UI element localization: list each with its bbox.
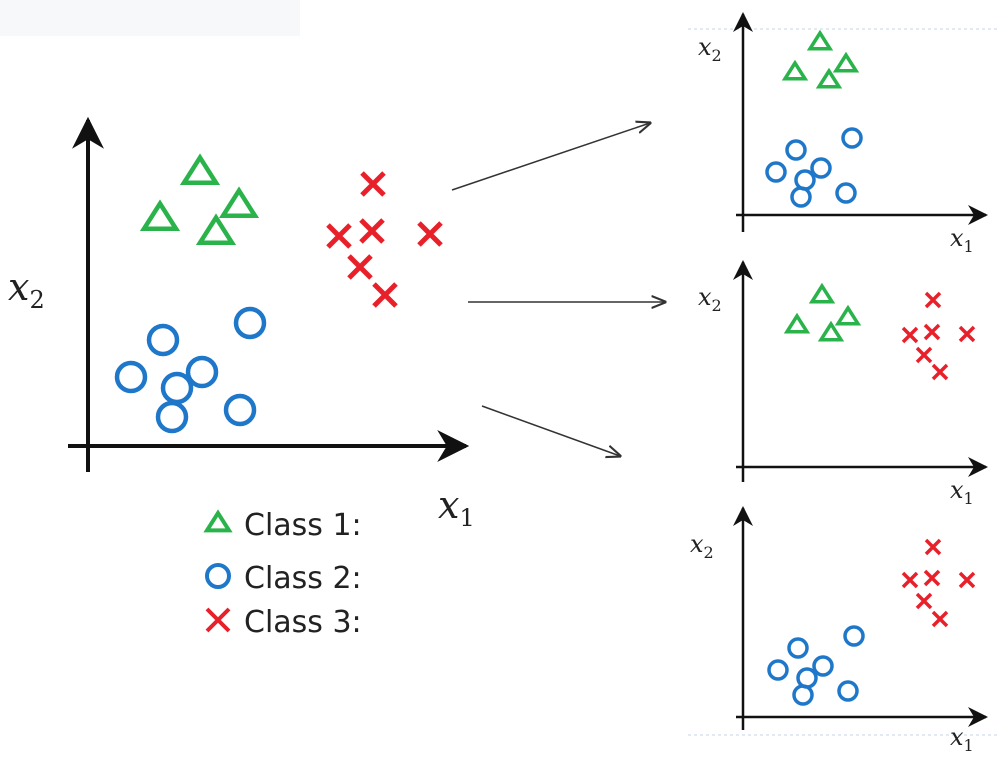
subplot-3: x2 x1 bbox=[690, 506, 988, 755]
subplot-3-class3-marker bbox=[958, 571, 976, 589]
subplot-1-class1-marker bbox=[832, 51, 860, 73]
class2-circle-marker bbox=[160, 371, 194, 405]
subplot-3-class2-marker bbox=[796, 667, 818, 689]
main-y-label: x2 bbox=[8, 265, 45, 314]
legend-class1-marker bbox=[203, 509, 233, 533]
subplot-1-class2-marker bbox=[810, 157, 832, 179]
subplot-2-class1-marker bbox=[817, 320, 845, 342]
legend-class3-marker bbox=[205, 607, 231, 633]
main-y-label-base: x bbox=[8, 265, 29, 309]
class3-cross-marker bbox=[359, 218, 385, 244]
main-y-label-sub: 2 bbox=[29, 286, 44, 314]
subplot-2-class3-marker bbox=[901, 326, 919, 344]
subplot-2-x-label: x1 bbox=[950, 476, 974, 508]
class2-circle-marker bbox=[233, 306, 267, 340]
subplot-3-class2-marker bbox=[812, 655, 834, 677]
subplot-1: x2 x1 bbox=[698, 12, 988, 256]
main-x-label: x1 bbox=[438, 483, 475, 532]
top-faint-band bbox=[0, 0, 300, 36]
subplot-3-class3-marker bbox=[915, 592, 933, 610]
class2-circle-marker bbox=[223, 393, 257, 427]
subplot-3-class2-marker bbox=[837, 680, 859, 702]
class2-circle-marker bbox=[185, 355, 219, 389]
subplot-2-class3-marker bbox=[923, 323, 941, 341]
subplot-1-class2-marker bbox=[765, 161, 787, 183]
subplot-2-class3-marker bbox=[958, 325, 976, 343]
subplot-1-class1-marker bbox=[781, 59, 809, 81]
legend-class2-label: Class 2: bbox=[244, 561, 362, 596]
subplot-1-class2-marker bbox=[835, 182, 857, 204]
subplot-2-class1-marker bbox=[783, 312, 811, 334]
arrow-to-subplot-1 bbox=[451, 123, 650, 191]
legend-class3-label: Class 3: bbox=[244, 605, 362, 640]
subplot-2: x2 x1 bbox=[698, 260, 988, 508]
legend-class2-marker bbox=[205, 563, 231, 589]
subplot-3-class3-marker bbox=[923, 569, 941, 587]
legend: Class 1: Class 2: Class 3: bbox=[203, 508, 362, 640]
class3-cross-marker bbox=[347, 254, 373, 280]
subplot-3-class2-marker bbox=[843, 625, 865, 647]
class1-triangle-marker bbox=[195, 213, 237, 246]
subplot-3-class2-marker bbox=[792, 684, 814, 706]
subplot-2-class3-marker bbox=[931, 363, 949, 381]
class3-cross-marker bbox=[372, 282, 398, 308]
arrow-to-subplot-3 bbox=[481, 405, 620, 456]
main-x-label-base: x bbox=[438, 483, 459, 527]
subplot-3-y-label: x2 bbox=[690, 530, 714, 562]
class2-circle-marker bbox=[114, 360, 148, 394]
subplot-3-class3-marker bbox=[931, 610, 949, 628]
class1-triangle-marker bbox=[139, 199, 181, 232]
subplot-1-class2-marker bbox=[785, 139, 807, 161]
subplot-3-class2-marker bbox=[787, 637, 809, 659]
subplot-2-class1-marker bbox=[808, 282, 836, 304]
main-plot: x2 x1 bbox=[8, 116, 475, 532]
class1-triangle-marker bbox=[218, 186, 260, 219]
subplot-1-class2-marker bbox=[790, 186, 812, 208]
main-x-label-sub: 1 bbox=[459, 504, 474, 532]
class1-triangle-marker bbox=[179, 153, 221, 186]
class3-cross-marker bbox=[417, 221, 443, 247]
subplot-1-class1-marker bbox=[806, 29, 834, 51]
subplot-2-class3-marker bbox=[915, 346, 933, 364]
subplot-3-class3-marker bbox=[924, 538, 942, 556]
class2-circle-marker bbox=[146, 323, 180, 357]
subplot-1-class2-marker bbox=[794, 169, 816, 191]
subplot-1-y-label: x2 bbox=[698, 33, 722, 65]
subplot-3-class3-marker bbox=[901, 571, 919, 589]
subplot-3-class2-marker bbox=[767, 659, 789, 681]
subplot-2-class1-marker bbox=[834, 304, 862, 326]
subplot-3-x-label: x1 bbox=[950, 723, 974, 755]
subplot-1-class2-marker bbox=[841, 127, 863, 149]
class3-cross-marker bbox=[326, 223, 352, 249]
subplots: x2 x1 x2 x1 x2 x1 bbox=[690, 12, 988, 755]
class2-circle-marker bbox=[155, 400, 189, 434]
subplot-2-y-label: x2 bbox=[698, 283, 722, 315]
subplot-2-class3-marker bbox=[924, 291, 942, 309]
main-markers bbox=[114, 153, 443, 434]
subplot-1-class1-marker bbox=[815, 67, 843, 89]
legend-class1-label: Class 1: bbox=[244, 508, 362, 543]
class3-cross-marker bbox=[360, 171, 386, 197]
subplot-1-x-label: x1 bbox=[950, 224, 974, 256]
